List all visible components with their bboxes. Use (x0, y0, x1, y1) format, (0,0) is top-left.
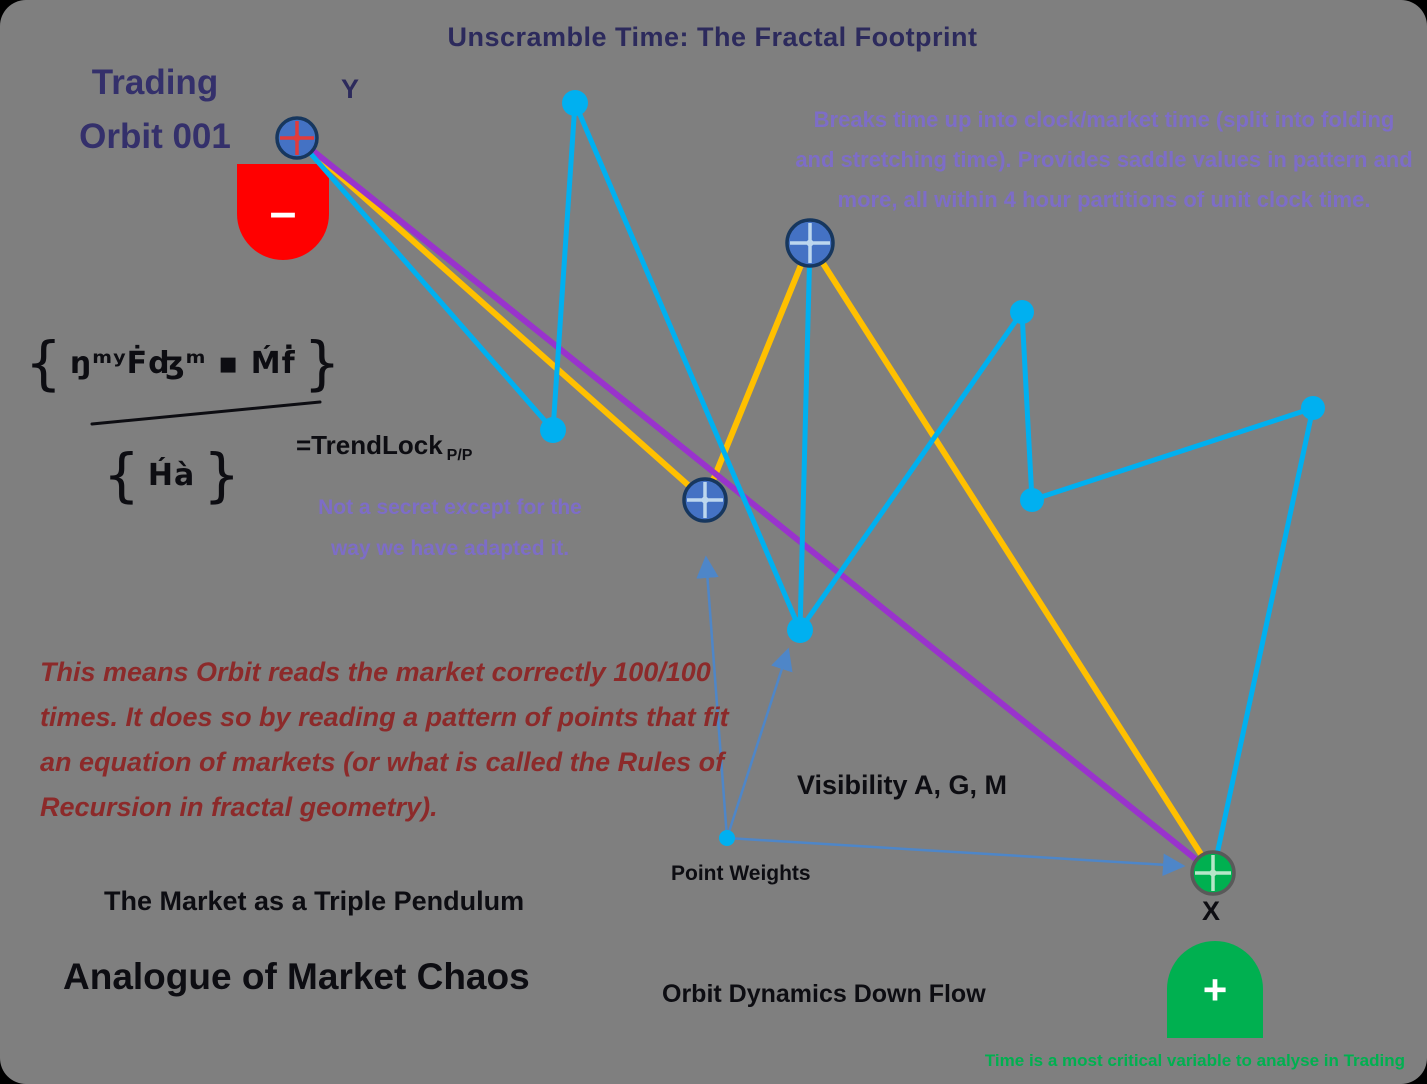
branding-line2: Orbit 001 (79, 117, 231, 156)
brace-open-icon: { (25, 329, 62, 397)
node-right-far (1301, 396, 1325, 420)
slide-title: Unscramble Time: The Fractal Footprint (447, 22, 978, 52)
clock-time-note: Breaks time up into clock/market time (s… (795, 107, 1413, 212)
orbit-cyan-8 (1210, 405, 1316, 876)
minus-shape: – (237, 164, 329, 260)
branding-line1: Trading (91, 63, 219, 102)
point-weights-dot (719, 830, 735, 846)
orbit-reads-paragraph: This means Orbit reads the market correc… (40, 657, 729, 822)
brace-close-icon: } (203, 441, 241, 509)
formula-denominator-text: H́à (147, 457, 196, 493)
saddle-node-lower (682, 477, 728, 523)
analogue-caption: Analogue of Market Chaos (63, 956, 530, 997)
orbit-cyan-1 (294, 135, 556, 433)
orbit-violet-diagonal (294, 135, 1216, 876)
terminal-node-x (1190, 850, 1236, 896)
time-critical-note: Time is a most critical variable to anal… (984, 1051, 1405, 1070)
orbit-cyan-2 (550, 100, 578, 433)
brace-close-icon: } (303, 329, 341, 397)
node-center-low (787, 617, 813, 643)
brace-open-icon: { (103, 441, 140, 509)
mid-node-left (540, 417, 566, 443)
orbit-cyan-7 (1029, 405, 1316, 503)
triple-pendulum-caption: The Market as a Triple Pendulum (104, 886, 525, 916)
formula-numerator: { ŋᵐʸḞʤᵐ ▪ Ḿḟ } (25, 334, 341, 392)
saddle-node-upper (785, 218, 835, 268)
node-right-upper (1010, 300, 1034, 324)
point-weight-arrow-2 (725, 647, 793, 839)
trendlock-subscript: P/P (446, 447, 473, 464)
orbit-dynamics-label: Orbit Dynamics Down Flow (662, 980, 986, 1008)
orbit-cyan-5 (797, 309, 1025, 633)
point-weights-label: Point Weights (671, 862, 811, 885)
branding-title: Trading Orbit 001 (40, 56, 270, 164)
apex-node (562, 90, 588, 116)
orbit-yellow-2 (702, 240, 813, 503)
visibility-label: Visibility A, G, M (797, 770, 1008, 800)
axis-label-y: Y (341, 74, 360, 104)
formula-denominator: { H́à } (103, 446, 240, 504)
trendlock-text: =TrendLock (296, 430, 443, 460)
origin-node-y (275, 116, 319, 160)
point-weight-arrow-3 (726, 836, 1186, 877)
not-secret-note: Not a secret except for the way we have … (318, 496, 582, 560)
orbit-yellow-3 (807, 240, 1216, 876)
plus-sign: + (1202, 965, 1228, 1013)
orbit-yellow-1 (294, 135, 708, 503)
formula-numerator-text: ŋᵐʸḞʤᵐ ▪ Ḿḟ (69, 345, 296, 381)
point-weight-arrow-1 (696, 555, 729, 839)
fraction-bar (90, 400, 322, 426)
node-right-mid (1020, 488, 1044, 512)
plus-shape: + (1167, 941, 1263, 1038)
axis-label-x: X (1202, 896, 1221, 926)
orbit-cyan-4 (797, 240, 813, 633)
minus-sign: – (269, 185, 297, 239)
orbit-cyan-3 (572, 100, 803, 633)
orbit-cyan-6 (1019, 309, 1035, 503)
